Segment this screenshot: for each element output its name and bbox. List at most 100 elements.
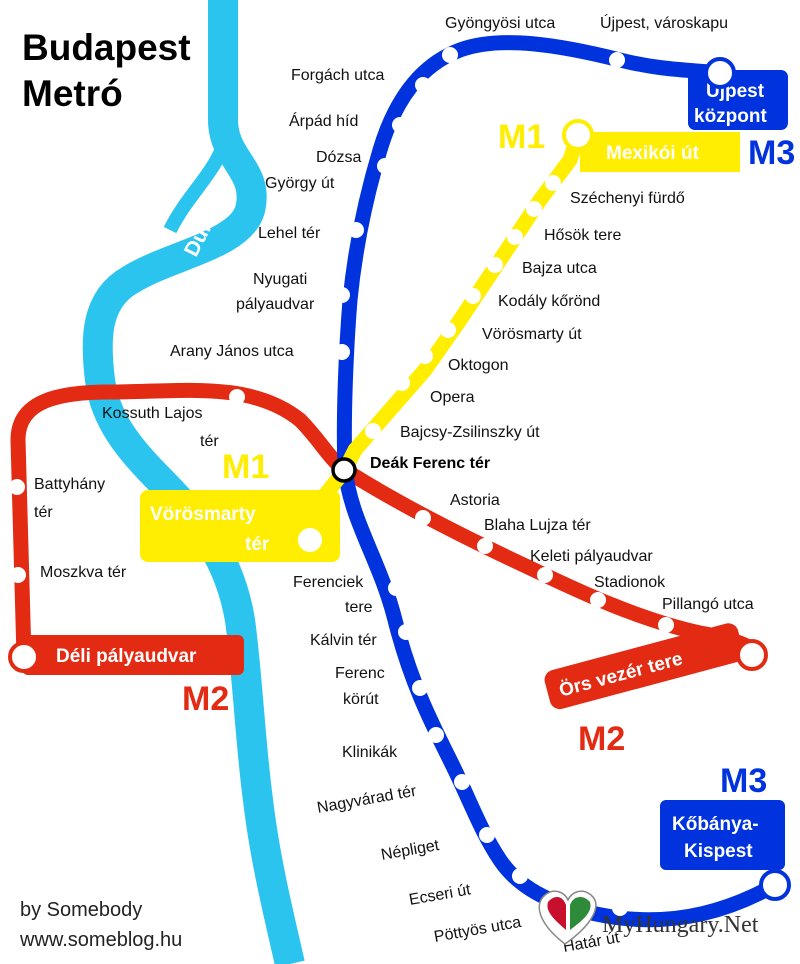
m1-south-terminus-label-1: Vörösmarty [150,504,256,525]
m3-station-dot [398,624,414,640]
m2-station-label: Kossuth Lajos [102,405,203,422]
map-title-line1: Budapest [22,27,191,68]
m1-station-label: Vörösmarty út [482,326,582,343]
m3-south-terminus-dot [759,869,791,901]
m2-east-terminus-dot [736,639,768,671]
m3-station-dot [609,52,625,68]
m1-label-north: M1 [498,118,545,156]
m2-station-dot [229,389,245,405]
m3-station-dot [334,344,350,360]
m3-label-south: M3 [720,762,767,800]
m1-station-label: Opera [430,389,475,406]
m1-north-terminus-dot [562,119,594,151]
station-dots [9,47,674,916]
m1-north-terminus-box [580,132,740,172]
m2-station-label: tér [34,504,53,521]
m2-station-dot [477,538,493,554]
m2-east-terminus-box [544,623,744,710]
m2-station-label: tér [200,433,219,450]
m3-south-terminus-label-1: Kőbánya- [672,814,759,835]
m1-station-dot [365,423,381,439]
m2-station-label: Blaha Lujza tér [484,517,591,534]
m1-station-dot [526,201,542,217]
m2-station-dot [415,510,431,526]
m2-station-label: Pillangó utca [662,596,754,613]
m3-station-label: Nagyvárad tér [316,783,419,817]
m3-station-dot [334,287,350,303]
m3-station-dot [428,727,444,743]
m3-label-north: M3 [748,134,795,172]
m2-station-dot [537,567,553,583]
m2-station-dot [590,592,606,608]
m1-station-label: Oktogon [448,357,508,374]
m1-label-south: M1 [222,448,269,486]
m3-station-dot [442,47,458,63]
m3-station-label: körút [343,691,379,708]
m2-station-dot [10,567,26,583]
map-title-line2: Metró [22,73,123,114]
m3-station-label: Népliget [380,837,441,864]
m1-station-dot [507,229,523,245]
m3-station-dot [612,900,628,916]
credit-author: by Somebody [20,899,142,921]
m3-station-dot [348,222,364,238]
m3-station-label: Ecseri út [408,881,473,909]
m1-north-terminus-label: Mexikói út [606,143,700,164]
m3-station-dot [479,827,495,843]
m3-station-label: György út [265,175,335,192]
m1-station-dot [465,288,481,304]
m3-station-label: Klinikák [342,744,398,761]
watermark-logo: MyHungary.Net [538,890,759,945]
m3-station-label: Dózsa [316,149,361,166]
m3-station-label: Ferenc [335,665,385,682]
m2-west-terminus-label: Déli pályaudvar [56,646,197,667]
m1-south-terminus-dot [294,524,326,556]
m1-station-label: Bajcsy-Zsilinszky út [400,424,540,441]
danube-branch [163,128,260,241]
m1-station-label: Kodály kőrönd [498,293,600,310]
m1-south-terminus-label-2: tér [245,534,270,555]
m3-station-dot [415,77,431,93]
m3-south-terminus-label-2: Kispest [684,841,753,862]
m3-station-label: Ferenciek [293,574,364,591]
m3-station-dot [412,680,428,696]
m2-station-label: Battyhány [34,476,105,493]
m2-label-west: M2 [182,680,229,718]
m3-station-label: Gyöngyösi utca [445,15,555,32]
m2-west-terminus-box [22,635,244,675]
m2-label-east: M2 [578,720,625,758]
m1-station-dot [487,257,503,273]
m3-station-label: Nyugati [253,271,307,288]
m3-station-label: Pöttyös utca [433,914,523,946]
watermark-text: MyHungary.Net [602,912,759,938]
m3-station-dot [512,868,528,884]
danube-river [82,0,305,964]
m3-station-dot [454,774,470,790]
m1-station-label: Hősök tere [544,227,621,244]
m3-station-label: Arany János utca [170,343,294,360]
m3-station-dot [392,117,408,133]
m3-north-terminus-label-2: központ [694,106,767,127]
m3-station-label: tere [345,599,373,616]
m2-west-terminus-dot [8,641,40,673]
m3-south-terminus-box [660,800,785,870]
credit-url: www.someblog.hu [19,929,182,951]
m3-station-label: Árpád híd [289,111,358,130]
m3-station-dot [377,158,393,174]
m2-station-label: Stadionok [594,574,666,591]
m2-station-dot [658,617,674,633]
m1-station-dot [394,375,410,391]
m1-station-dot [417,348,433,364]
m2-station-dot [9,479,25,495]
m3-north-terminus-dot [704,57,736,89]
m3-station-label: Lehel tér [258,225,321,242]
m2-station-label: Moszkva tér [40,564,127,581]
m1-station-label: Bajza utca [522,260,597,277]
m3-station-label: Újpest, városkapu [600,13,728,32]
m1-station-dot [440,322,456,338]
m2-station-label: Keleti pályaudvar [530,548,653,565]
m3-station-label: Forgách utca [291,67,384,84]
m3-station-label: Kálvin tér [310,632,377,649]
m3-station-dot [388,580,404,596]
